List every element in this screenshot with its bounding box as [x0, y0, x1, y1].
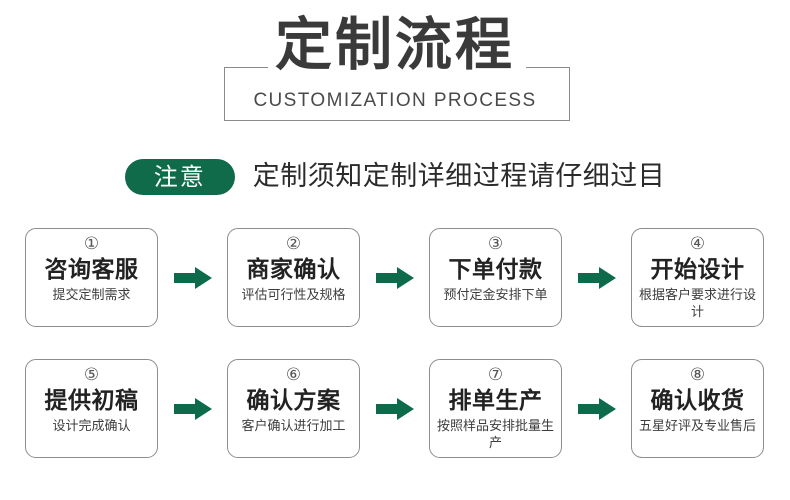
step-subtitle: 按照样品安排批量生产	[436, 419, 554, 451]
arrow-right-icon	[360, 228, 429, 327]
page-header: 定制流程 CUSTOMIZATION PROCESS	[0, 14, 790, 139]
step-title: 商家确认	[246, 257, 341, 283]
arrow-right-icon	[562, 359, 631, 458]
step-cell-4: ④ 开始设计 根据客户要求进行设计	[631, 228, 764, 327]
notice-text: 定制须知定制详细过程请仔细过目	[252, 161, 666, 192]
step-number: ⑧	[689, 365, 706, 385]
step-subtitle: 提交定制需求	[52, 288, 131, 303]
step-subtitle: 客户确认进行加工	[241, 419, 346, 434]
step-cell-1: ① 咨询客服 提交定制需求	[25, 228, 227, 327]
step-number: ⑤	[83, 365, 100, 385]
step-card-8[interactable]: ⑧ 确认收货 五星好评及专业售后	[631, 359, 764, 458]
step-subtitle: 评估可行性及规格	[241, 288, 346, 303]
step-card-5[interactable]: ⑤ 提供初稿 设计完成确认	[25, 359, 158, 458]
step-row-1: ① 咨询客服 提交定制需求 ② 商家确认 评估可行性及规格	[0, 228, 790, 359]
step-number: ①	[83, 234, 100, 254]
step-card-3[interactable]: ③ 下单付款 预付定金安排下单	[429, 228, 562, 327]
step-card-6[interactable]: ⑥ 确认方案 客户确认进行加工	[227, 359, 360, 458]
step-row-2: ⑤ 提供初稿 设计完成确认 ⑥ 确认方案 客户确认进行加工	[0, 359, 790, 490]
step-cell-8: ⑧ 确认收货 五星好评及专业售后	[631, 359, 764, 458]
header-frame-gap	[268, 62, 526, 74]
arrow-right-icon	[360, 359, 429, 458]
step-number: ④	[689, 234, 706, 254]
process-steps: ① 咨询客服 提交定制需求 ② 商家确认 评估可行性及规格	[0, 228, 790, 490]
step-title: 排单生产	[448, 388, 543, 414]
notice-bar: 注意 定制须知定制详细过程请仔细过目	[0, 155, 790, 199]
step-subtitle: 设计完成确认	[52, 419, 131, 434]
step-cell-2: ② 商家确认 评估可行性及规格	[227, 228, 429, 327]
step-number: ⑦	[487, 365, 504, 385]
step-card-7[interactable]: ⑦ 排单生产 按照样品安排批量生产	[429, 359, 562, 458]
step-card-1[interactable]: ① 咨询客服 提交定制需求	[25, 228, 158, 327]
notice-badge: 注意	[124, 159, 235, 195]
step-number: ②	[285, 234, 302, 254]
step-card-4[interactable]: ④ 开始设计 根据客户要求进行设计	[631, 228, 764, 327]
arrow-right-icon	[158, 359, 227, 458]
arrow-right-icon	[562, 228, 631, 327]
step-title: 开始设计	[650, 257, 745, 283]
arrow-right-icon	[158, 228, 227, 327]
step-cell-7: ⑦ 排单生产 按照样品安排批量生产	[429, 359, 631, 458]
step-cell-3: ③ 下单付款 预付定金安排下单	[429, 228, 631, 327]
step-cell-5: ⑤ 提供初稿 设计完成确认	[25, 359, 227, 458]
step-title: 下单付款	[448, 257, 543, 283]
step-title: 确认方案	[246, 388, 341, 414]
step-cell-6: ⑥ 确认方案 客户确认进行加工	[227, 359, 429, 458]
step-title: 咨询客服	[44, 257, 139, 283]
step-title: 提供初稿	[44, 388, 139, 414]
step-subtitle: 根据客户要求进行设计	[638, 288, 756, 320]
step-title: 确认收货	[650, 388, 745, 414]
step-subtitle: 五星好评及专业售后	[638, 419, 756, 434]
step-card-2[interactable]: ② 商家确认 评估可行性及规格	[227, 228, 360, 327]
page-subtitle: CUSTOMIZATION PROCESS	[253, 90, 537, 111]
step-number: ⑥	[285, 365, 302, 385]
step-subtitle: 预付定金安排下单	[443, 288, 548, 303]
step-number: ③	[487, 234, 504, 254]
page-title: 定制流程	[275, 12, 515, 78]
